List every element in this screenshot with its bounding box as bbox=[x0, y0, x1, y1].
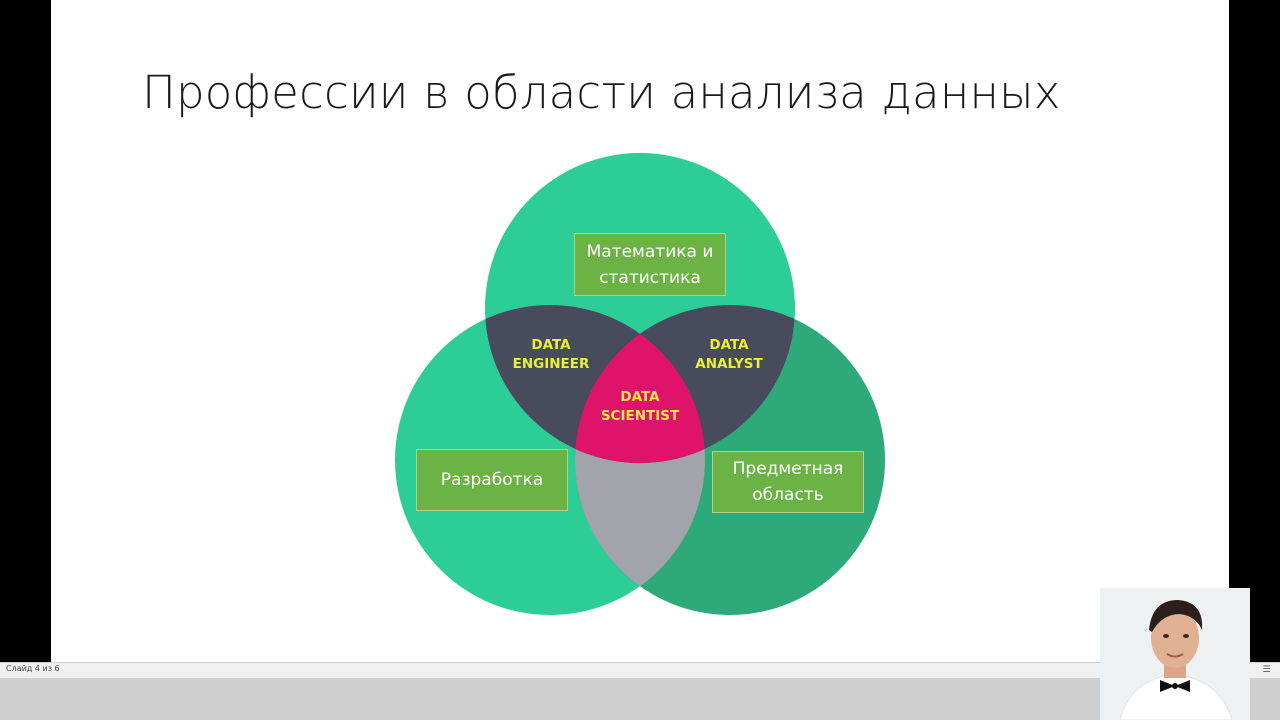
tag-development: Разработка bbox=[416, 449, 568, 511]
role-data-scientist: DATA SCIENTIST bbox=[580, 388, 700, 426]
role-data-engineer-line2: ENGINEER bbox=[512, 356, 590, 372]
role-data-analyst-line1: DATA bbox=[709, 337, 749, 353]
role-data-scientist-line2: SCIENTIST bbox=[600, 408, 680, 424]
menu-icon[interactable]: ☰ bbox=[1262, 665, 1271, 675]
tag-development-label: Разработка bbox=[440, 470, 544, 490]
role-data-analyst: DATA ANALYST bbox=[669, 336, 789, 374]
slide: Профессии в области анализа данных Матем… bbox=[51, 0, 1229, 662]
tag-subject-line2: область bbox=[752, 485, 824, 505]
slide-counter: Слайд 4 из 6 bbox=[6, 664, 60, 673]
role-data-engineer-line1: DATA bbox=[531, 337, 571, 353]
status-bar: Слайд 4 из 6 ⊗ ▤ ◎ ▷ ⊠ ☰ bbox=[0, 662, 1280, 678]
role-data-scientist-line1: DATA bbox=[620, 389, 660, 405]
venn-diagram bbox=[395, 153, 885, 615]
role-data-analyst-line2: ANALYST bbox=[695, 356, 763, 372]
slide-title: Профессии в области анализа данных bbox=[142, 66, 1061, 119]
tag-math-line2: статистика bbox=[599, 267, 701, 288]
presenter-avatar bbox=[1100, 588, 1250, 720]
intersection-center bbox=[575, 305, 705, 463]
bottom-area bbox=[0, 678, 1280, 720]
tag-math-statistics: Математика и статистика bbox=[574, 233, 726, 296]
role-data-engineer: DATA ENGINEER bbox=[491, 336, 611, 374]
tag-subject-line1: Предметная bbox=[732, 459, 844, 479]
webcam-overlay bbox=[1100, 588, 1250, 720]
tag-math-line1: Математика и bbox=[586, 241, 714, 262]
tag-subject-area: Предметная область bbox=[712, 451, 864, 513]
